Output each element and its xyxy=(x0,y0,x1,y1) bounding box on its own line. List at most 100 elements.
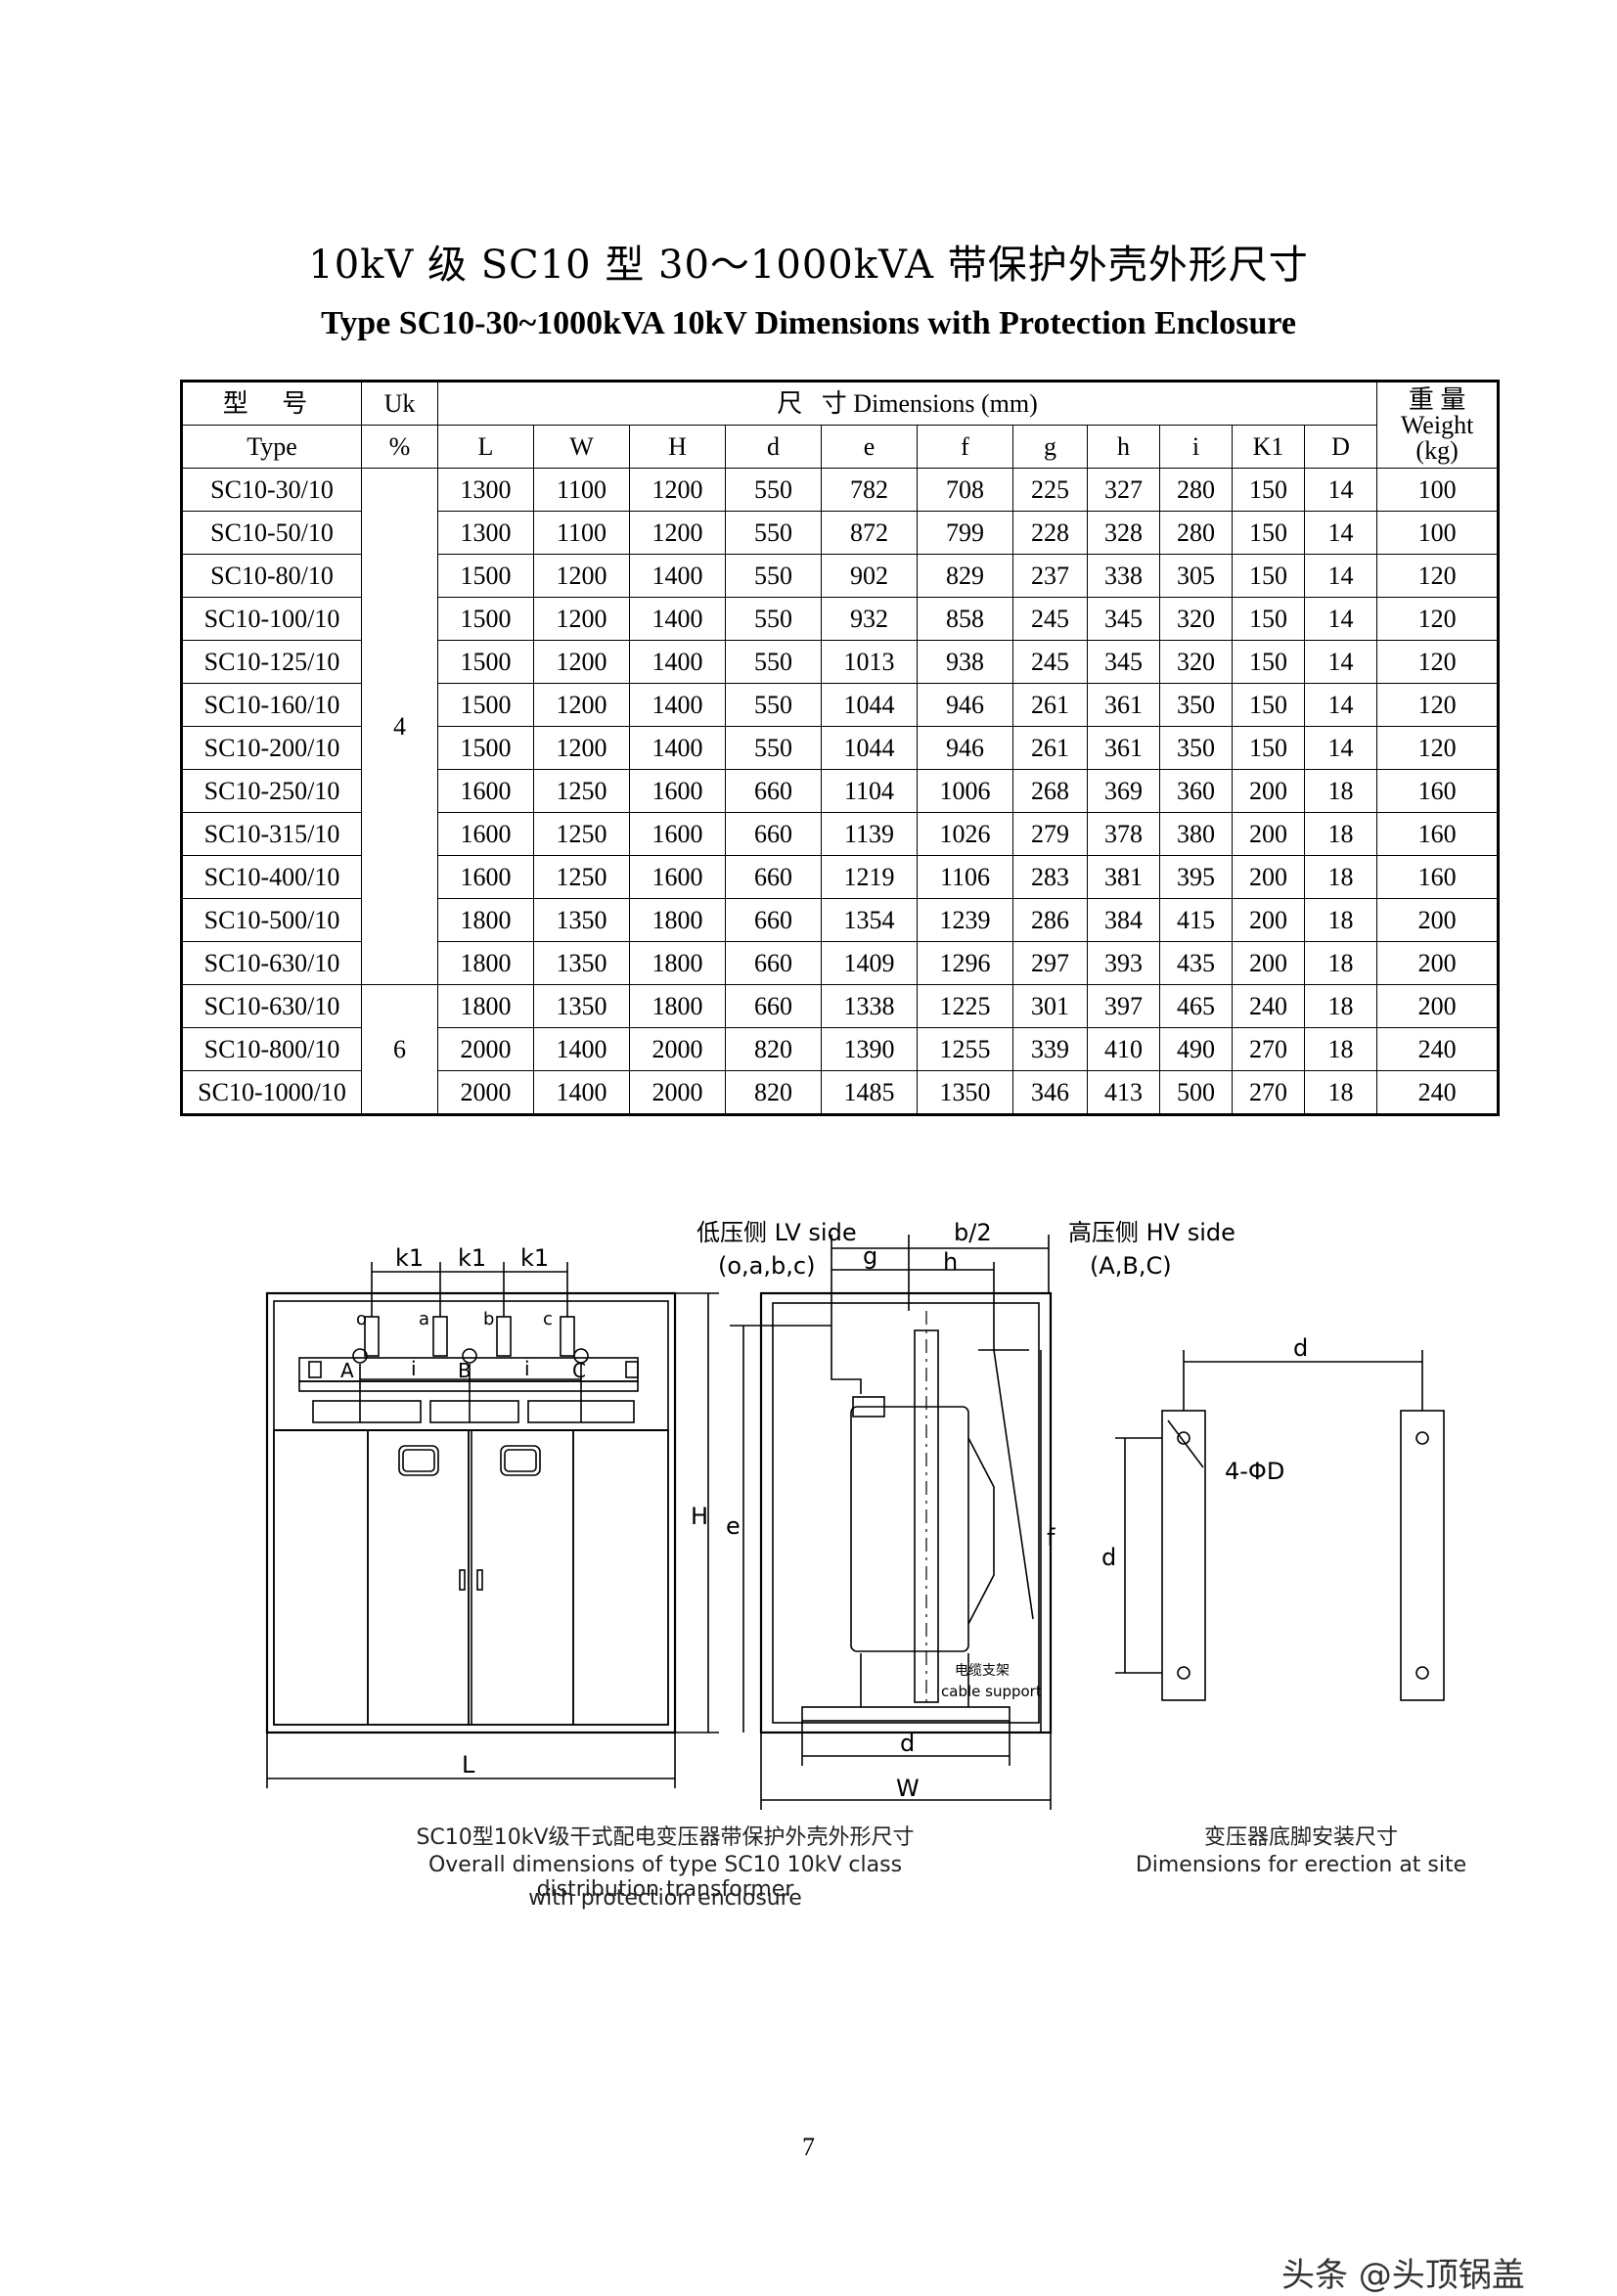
value-cell: 18 xyxy=(1303,1070,1378,1115)
value-cell: 361 xyxy=(1087,726,1160,770)
value-cell: 1400 xyxy=(629,726,726,770)
value-cell: 245 xyxy=(1012,640,1088,684)
type-cell: SC10-315/10 xyxy=(181,812,362,856)
value-cell: 1400 xyxy=(629,597,726,641)
value-cell: 361 xyxy=(1087,683,1160,727)
value-cell: 261 xyxy=(1012,726,1088,770)
value-cell: 345 xyxy=(1087,597,1160,641)
lv-side-label: 低压侧 LV side xyxy=(696,1219,857,1246)
uk-header: Uk xyxy=(361,381,438,426)
type-cell: SC10-400/10 xyxy=(181,855,362,899)
caption-main-en2: with protection enclosure xyxy=(528,1886,802,1911)
type-cell: SC10-30/10 xyxy=(181,468,362,512)
value-cell: 397 xyxy=(1087,984,1160,1028)
b-half-label: b/2 xyxy=(954,1219,992,1246)
value-cell: 280 xyxy=(1159,511,1233,555)
value-cell: 872 xyxy=(821,511,918,555)
dimensions-header-en: Dimensions (mm) xyxy=(853,388,1038,418)
value-cell: 1485 xyxy=(821,1070,918,1115)
value-cell: 1200 xyxy=(533,640,630,684)
value-cell: 14 xyxy=(1303,511,1378,555)
column-header: H xyxy=(629,425,726,469)
value-cell: 160 xyxy=(1376,769,1500,813)
value-cell: 1500 xyxy=(437,683,534,727)
column-header: K1 xyxy=(1232,425,1305,469)
column-header: D xyxy=(1303,425,1378,469)
value-cell: 120 xyxy=(1376,597,1500,641)
value-cell: 413 xyxy=(1087,1070,1160,1115)
value-cell: 660 xyxy=(725,941,822,985)
caption-main-cn: SC10型10kV级干式配电变压器带保护外壳外形尺寸 xyxy=(416,1825,915,1850)
g-label: g xyxy=(863,1242,877,1270)
value-cell: 350 xyxy=(1159,726,1233,770)
value-cell: 2000 xyxy=(629,1027,726,1071)
value-cell: 150 xyxy=(1232,683,1305,727)
value-cell: 1350 xyxy=(533,898,630,942)
terminal-o-label: o xyxy=(356,1309,367,1329)
value-cell: 18 xyxy=(1303,941,1378,985)
column-header: f xyxy=(917,425,1013,469)
value-cell: 1225 xyxy=(917,984,1013,1028)
value-cell: 320 xyxy=(1159,597,1233,641)
value-cell: 270 xyxy=(1232,1070,1305,1115)
value-cell: 1200 xyxy=(533,683,630,727)
value-cell: 283 xyxy=(1012,855,1088,899)
type-cell: SC10-50/10 xyxy=(181,511,362,555)
column-header: L xyxy=(437,425,534,469)
value-cell: 1600 xyxy=(629,855,726,899)
value-cell: 1500 xyxy=(437,726,534,770)
d-label-foundation-side: d xyxy=(1101,1544,1116,1571)
value-cell: 938 xyxy=(917,640,1013,684)
type-cell: SC10-200/10 xyxy=(181,726,362,770)
value-cell: 1400 xyxy=(629,640,726,684)
value-cell: 1200 xyxy=(629,511,726,555)
cable-support-en: cable support xyxy=(941,1683,1042,1700)
value-cell: 660 xyxy=(725,984,822,1028)
value-cell: 829 xyxy=(917,554,1013,598)
value-cell: 550 xyxy=(725,468,822,512)
uk-unit-header: % xyxy=(361,425,438,469)
value-cell: 1200 xyxy=(533,597,630,641)
value-cell: 350 xyxy=(1159,683,1233,727)
value-cell: 150 xyxy=(1232,511,1305,555)
value-cell: 200 xyxy=(1376,941,1500,985)
value-cell: 782 xyxy=(821,468,918,512)
terminal-c-label: c xyxy=(543,1309,553,1329)
value-cell: 415 xyxy=(1159,898,1233,942)
value-cell: 550 xyxy=(725,511,822,555)
weight-header-en: Weight xyxy=(1400,410,1474,439)
value-cell: 1200 xyxy=(533,726,630,770)
value-cell: 240 xyxy=(1232,984,1305,1028)
value-cell: 1044 xyxy=(821,683,918,727)
value-cell: 18 xyxy=(1303,855,1378,899)
terminal-b-label: b xyxy=(483,1309,494,1329)
hv-terminals-label: (A,B,C) xyxy=(1090,1252,1172,1280)
value-cell: 279 xyxy=(1012,812,1088,856)
value-cell: 1600 xyxy=(437,855,534,899)
value-cell: 378 xyxy=(1087,812,1160,856)
value-cell: 2000 xyxy=(629,1070,726,1115)
terminal-C-label: C xyxy=(572,1359,586,1382)
value-cell: 1250 xyxy=(533,769,630,813)
W-label: W xyxy=(896,1775,920,1802)
value-cell: 237 xyxy=(1012,554,1088,598)
type-header-cn: 型 号 xyxy=(181,381,362,426)
value-cell: 1600 xyxy=(629,769,726,813)
value-cell: 14 xyxy=(1303,683,1378,727)
page-number: 7 xyxy=(802,2133,815,2161)
type-cell: SC10-125/10 xyxy=(181,640,362,684)
L-label: L xyxy=(462,1751,475,1778)
value-cell: 1600 xyxy=(437,769,534,813)
caption-site-en: Dimensions for erection at site xyxy=(1135,1853,1467,1877)
f-label: f xyxy=(1047,1524,1056,1552)
type-cell: SC10-1000/10 xyxy=(181,1070,362,1115)
value-cell: 1006 xyxy=(917,769,1013,813)
